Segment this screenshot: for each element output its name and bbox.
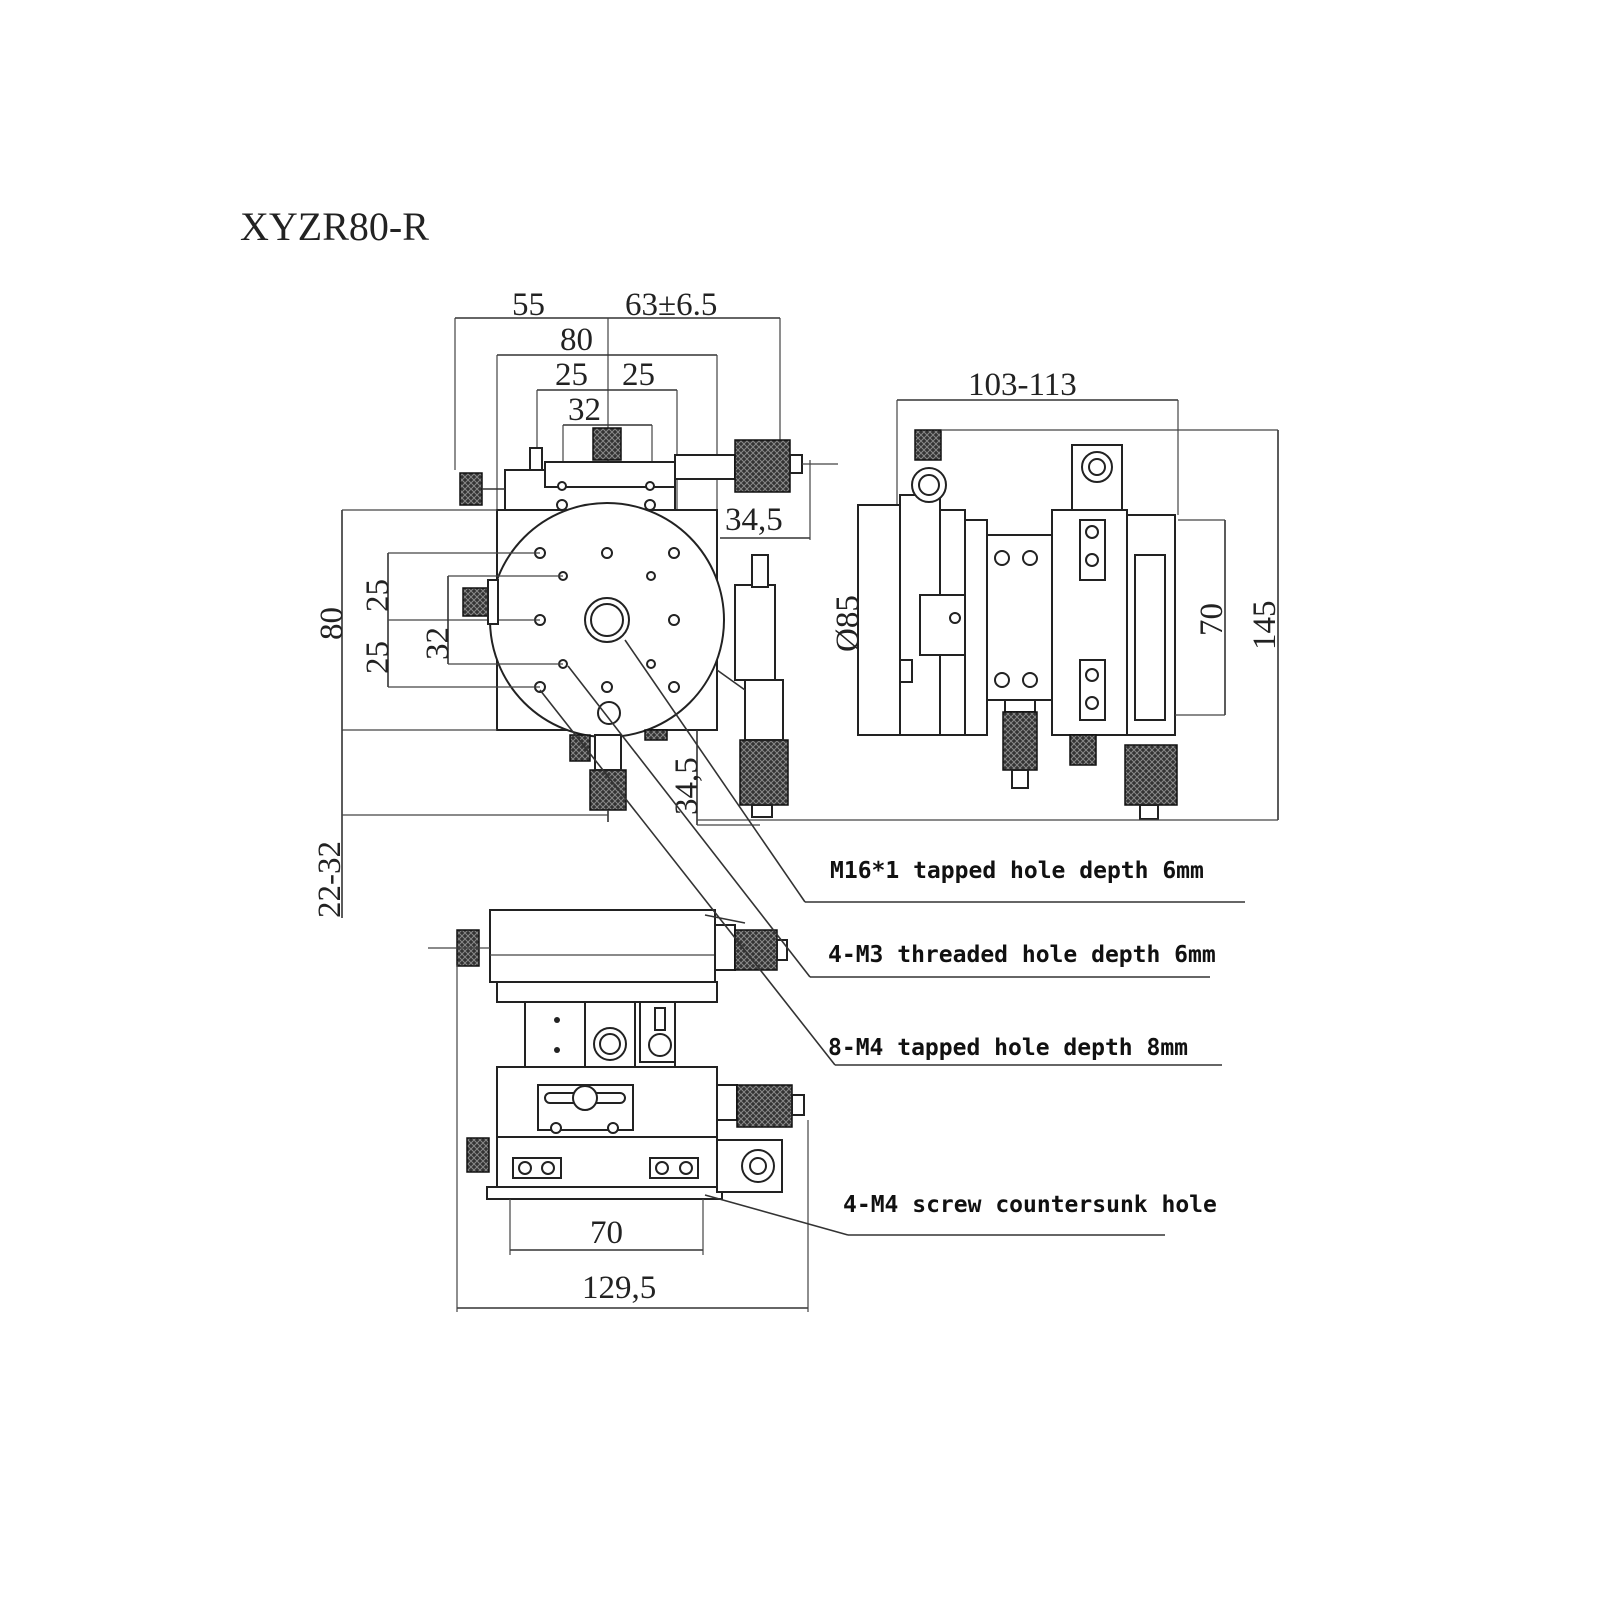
callouts: M16*1 tapped hole depth 6mm 4-M3 threade… bbox=[539, 639, 1245, 1236]
dim-80-left: 80 bbox=[314, 607, 350, 640]
right-micrometer-barrel bbox=[734, 584, 776, 681]
dim-34-5-bottom: 34,5 bbox=[669, 757, 705, 815]
callout-4-m4-countersunk: 4-M4 screw countersunk hole bbox=[843, 1192, 1217, 1218]
side-top-knob-icon bbox=[914, 429, 942, 461]
dim-55: 55 bbox=[512, 287, 545, 323]
front-view: 70 129,5 bbox=[428, 909, 809, 1312]
dim-85: Ø85 bbox=[830, 595, 866, 652]
top-micrometer-barrel bbox=[674, 454, 736, 480]
side-middle-knob-icon bbox=[1002, 711, 1038, 771]
dim-22-32: 22-32 bbox=[312, 841, 348, 918]
top-micrometer-knob-icon bbox=[734, 439, 791, 493]
callout-m16: M16*1 tapped hole depth 6mm bbox=[830, 858, 1204, 884]
callout-4-m3: 4-M3 threaded hole depth 6mm bbox=[828, 942, 1216, 968]
dim-145: 145 bbox=[1247, 601, 1283, 651]
top-lock-knob-icon bbox=[592, 427, 622, 461]
front-base-knob-icon bbox=[466, 1137, 490, 1173]
drawing-title: XYZR80-R bbox=[240, 204, 429, 249]
dim-25-left: 25 bbox=[555, 357, 588, 393]
dim-63: 63±6.5 bbox=[625, 287, 717, 323]
side-view: 103-113 Ø85 bbox=[697, 367, 1283, 821]
dim-34-5-top: 34,5 bbox=[725, 502, 783, 538]
dim-70-front: 70 bbox=[590, 1215, 623, 1251]
dim-32-top: 32 bbox=[568, 392, 601, 428]
side-micrometer-knob-icon bbox=[1124, 744, 1178, 806]
side-rotary-table bbox=[857, 504, 901, 736]
front-lower-micrometer-knob-icon bbox=[736, 1084, 793, 1128]
callout-8-m4: 8-M4 tapped hole depth 8mm bbox=[828, 1035, 1188, 1061]
dim-129-5: 129,5 bbox=[582, 1270, 656, 1306]
front-top-stage bbox=[489, 909, 716, 983]
bottom-small-knob-icon bbox=[569, 734, 591, 762]
top-view: 55 63±6.5 80 25 25 32 34,5 bbox=[312, 287, 838, 918]
dim-70-side: 70 bbox=[1194, 603, 1230, 636]
dim-103-113: 103-113 bbox=[968, 367, 1077, 403]
dim-25-v-upper: 25 bbox=[360, 579, 396, 612]
dim-25-v-lower: 25 bbox=[360, 641, 396, 674]
dim-25-right: 25 bbox=[622, 357, 655, 393]
top-micrometer-tip bbox=[789, 454, 803, 474]
left-lock-knob-icon bbox=[462, 587, 492, 617]
top-left-knob-icon bbox=[459, 472, 483, 506]
side-small-knob-icon bbox=[1069, 734, 1097, 766]
right-micrometer-knob-icon bbox=[739, 739, 789, 806]
dim-32-v: 32 bbox=[420, 627, 456, 660]
dim-80-top: 80 bbox=[560, 322, 593, 358]
top-post bbox=[529, 447, 543, 471]
